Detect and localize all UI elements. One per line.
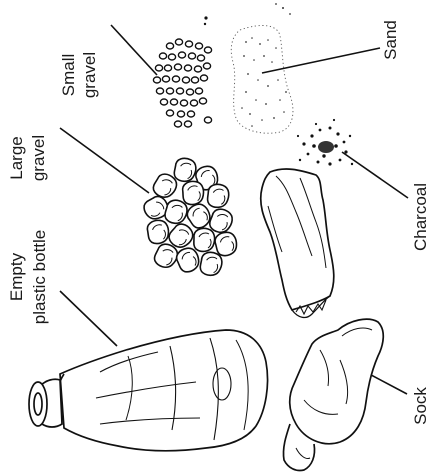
small-gravel-illustration (153, 16, 211, 127)
sock-illustration (283, 319, 383, 470)
large-gravel-illustration (141, 157, 239, 277)
label-sock: Sock (411, 387, 430, 425)
leader-sand (262, 48, 380, 73)
charcoal-illustration (297, 119, 353, 166)
leader-large-gravel (60, 128, 149, 193)
leader-small-gravel (111, 25, 157, 75)
leader-empty-bottle (60, 291, 117, 346)
label-empty-plastic-bottle: Empty plastic bottle (7, 230, 49, 325)
label-large-gravel-line1: Large (7, 136, 26, 179)
label-sand: Sand (381, 20, 400, 60)
label-small-gravel-line2: gravel (80, 52, 99, 98)
label-small-gravel: Small gravel (59, 52, 99, 98)
label-large-gravel-line2: gravel (29, 135, 48, 181)
label-large-gravel: Large gravel (7, 135, 48, 181)
label-charcoal: Charcoal (411, 183, 430, 251)
label-empty-bottle-line2: plastic bottle (30, 230, 49, 325)
label-empty-bottle-line1: Empty (7, 252, 26, 301)
label-small-gravel-line1: Small (59, 54, 78, 97)
empty-plastic-bottle-illustration (29, 330, 268, 451)
cloth-illustration (261, 169, 334, 318)
leader-charcoal (342, 152, 408, 198)
